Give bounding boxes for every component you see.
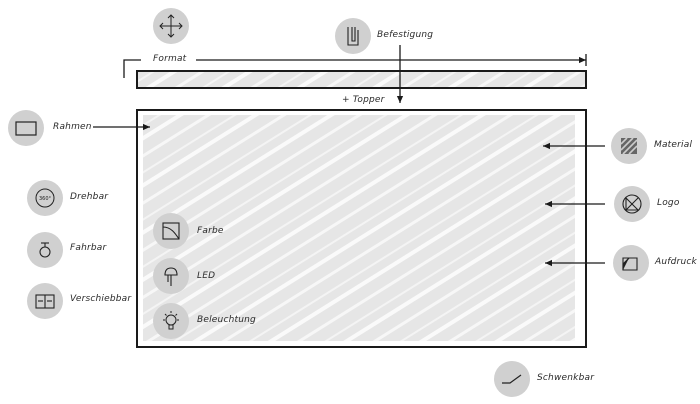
hatched-material-icon <box>611 128 647 164</box>
sliding-panel-icon <box>27 283 63 319</box>
print-area <box>143 115 575 341</box>
frame-icon <box>8 110 44 146</box>
print-sheet-icon <box>613 245 649 281</box>
label-aufdruck: Aufdruck <box>655 257 697 267</box>
label-rahmen: Rahmen <box>53 122 92 132</box>
label-material: Material <box>654 140 693 150</box>
label-format: Format <box>153 54 187 64</box>
hook-bracket-icon <box>335 18 371 54</box>
label-verschiebbar: Verschiebbar <box>70 294 132 304</box>
move-arrows-icon <box>153 8 189 44</box>
label-befestigung: Befestigung <box>377 30 434 40</box>
topper-bar <box>136 70 587 89</box>
logo-emblem-icon <box>614 186 650 222</box>
rotation-badge-text: 360° <box>39 196 52 202</box>
label-led: LED <box>197 271 216 281</box>
label-fahrbar: Fahrbar <box>70 243 107 253</box>
caster-wheel-icon <box>27 232 63 268</box>
label-drehbar: Drehbar <box>70 192 109 202</box>
format-bracket <box>123 59 141 78</box>
label-logo: Logo <box>657 198 680 208</box>
label-schwenkbar: Schwenkbar <box>537 373 595 383</box>
label-topper: + Topper <box>342 95 385 105</box>
rotate-360-icon: 360° <box>27 180 63 216</box>
swivel-arm-icon <box>494 361 530 397</box>
led-bulb-icon <box>153 258 189 294</box>
color-sheet-icon <box>153 213 189 249</box>
label-beleuchtung: Beleuchtung <box>197 315 256 325</box>
light-bulb-icon <box>153 303 189 339</box>
label-farbe: Farbe <box>197 226 224 236</box>
